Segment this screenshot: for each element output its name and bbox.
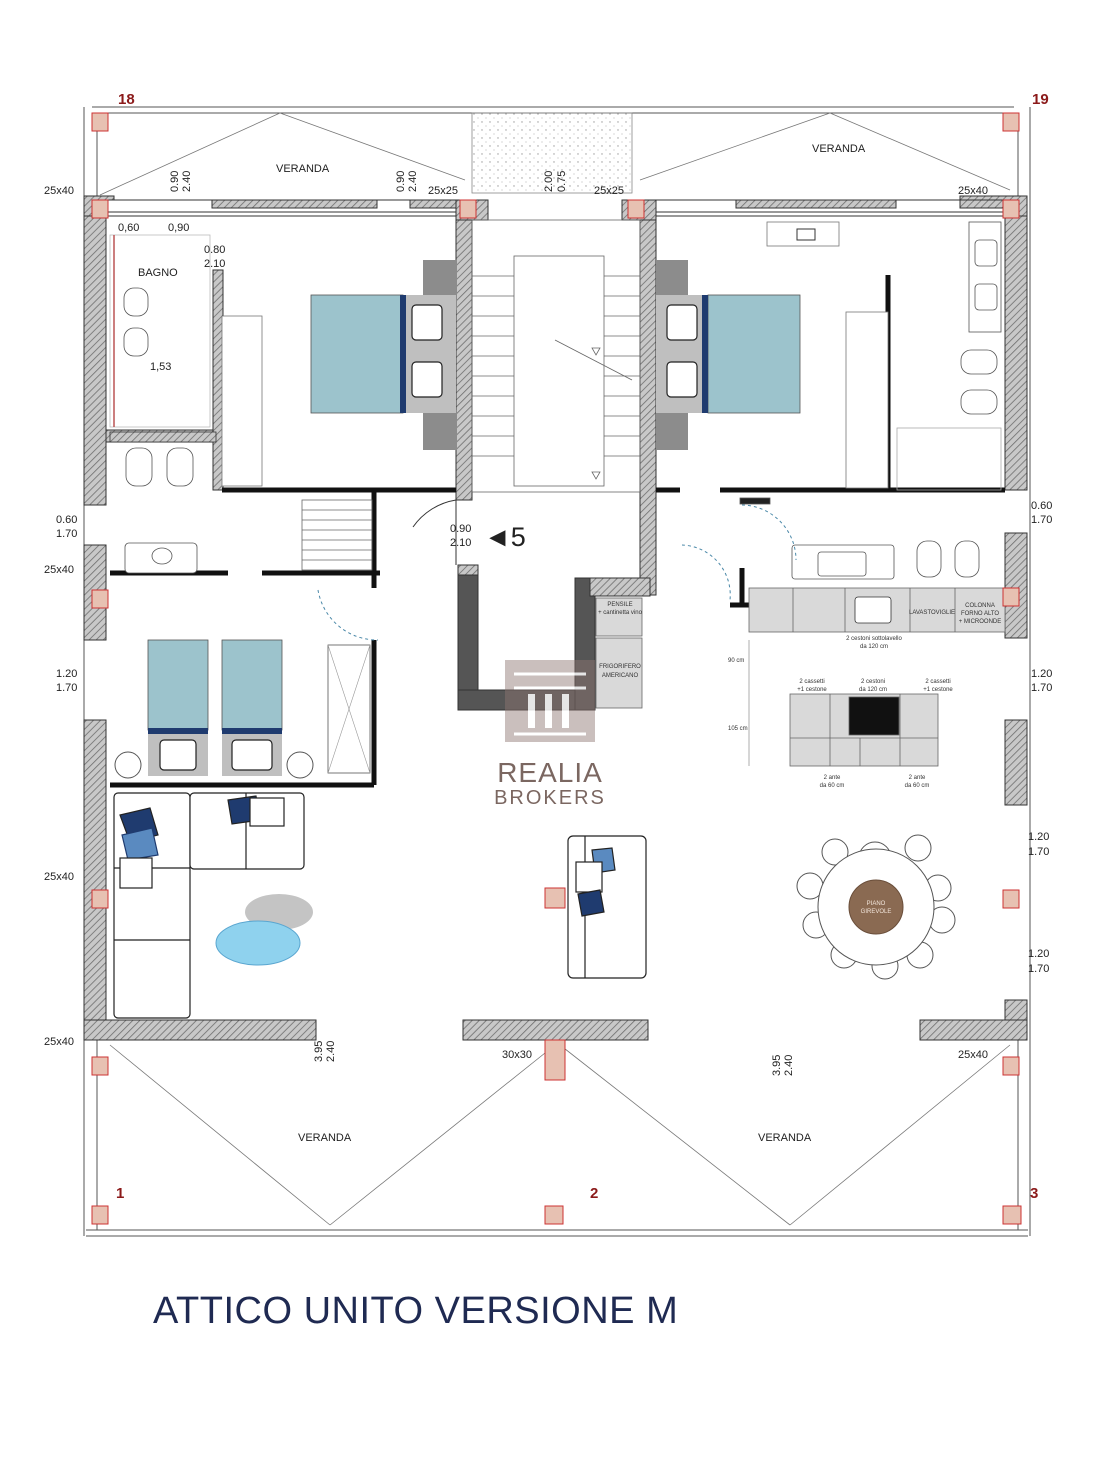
kitchen-label: +1 cestone: [923, 687, 953, 693]
table-label: PIANO: [867, 901, 886, 907]
kitchen-label: da 120 cm: [860, 644, 888, 650]
pillar-label: 25x25: [594, 185, 624, 197]
sofa-l-shaped: [113, 792, 305, 1019]
dimension-label: 1.20: [1028, 948, 1049, 960]
dining-table: [796, 834, 956, 980]
right-bathroom-fixtures: [739, 221, 1002, 580]
grid-marker-18: 18: [118, 91, 135, 108]
dimension-label: 2.10: [204, 258, 225, 270]
sofa-center: [567, 835, 647, 979]
top-window-band: [105, 199, 1006, 217]
grid-marker-2: 2: [590, 1185, 598, 1202]
dimension-label: 2.10: [450, 537, 471, 549]
plan-title: ATTICO UNITO VERSIONE M: [153, 1290, 679, 1332]
kitchen-label: da 120 cm: [859, 687, 887, 693]
dimension-label: 1.70: [56, 528, 77, 540]
pillar-label: 25x40: [958, 1049, 988, 1061]
kitchen-label: 2 cassetti: [925, 679, 950, 685]
veranda-bottom-lines: [109, 1044, 1011, 1226]
staircase: [301, 219, 641, 571]
kitchen-label: COLONNA: [965, 603, 995, 609]
kitchen-label: + cantinetta vino: [598, 610, 643, 616]
kitchen-label: FRIGORIFERO: [599, 664, 641, 670]
left-bedroom-bed: [221, 260, 457, 487]
dimension-label: 0.90: [395, 171, 407, 192]
pillar-label: 25x25: [428, 185, 458, 197]
kitchen-label: 90 cm: [728, 658, 744, 664]
dimension-label: 0.80: [204, 244, 225, 256]
kitchen-label: FORNO ALTO: [961, 611, 999, 617]
veranda-top-lines: [99, 112, 1011, 196]
pillar-label: 30x30: [502, 1049, 532, 1061]
entrance-marker: ◄5: [484, 522, 526, 552]
dimension-label: 2.40: [181, 171, 193, 192]
dimension-label: 0,60: [118, 222, 139, 234]
kitchen-label: +1 cestone: [797, 687, 827, 693]
dimension-label: 1.70: [1028, 846, 1049, 858]
kitchen-label: da 60 cm: [905, 783, 930, 789]
dimension-label: 2.40: [407, 171, 419, 192]
kitchen-label: da 60 cm: [820, 783, 845, 789]
pillar-label: 25x40: [958, 185, 988, 197]
dimension-label: 2.00: [543, 171, 555, 192]
kitchen-label: 105 cm: [728, 726, 748, 732]
table-label: GIREVOLE: [861, 909, 892, 915]
dimension-label: 1.70: [1031, 514, 1052, 526]
pillar-label: 25x40: [44, 564, 74, 576]
watermark-brokers: BROKERS: [494, 787, 606, 809]
dimension-label: 0,90: [168, 222, 189, 234]
kitchen-label: 2 cassetti: [799, 679, 824, 685]
pillar-label: 25x40: [44, 185, 74, 197]
dimension-label: 0.60: [1031, 500, 1052, 512]
grid-marker-19: 19: [1032, 91, 1049, 108]
dimension-label: 1.70: [56, 682, 77, 694]
dimension-label: 0.60: [56, 514, 77, 526]
dimension-label: 1.70: [1031, 682, 1052, 694]
pillar-label: 25x40: [44, 871, 74, 883]
kitchen-block: [595, 587, 1006, 767]
right-bedroom-bed: [656, 221, 889, 489]
dimension-label: 0.90: [169, 171, 181, 192]
room-label-veranda-bottom-left: VERANDA: [298, 1132, 352, 1144]
room-label-veranda-bottom-right: VERANDA: [758, 1132, 812, 1144]
kids-room-beds: [114, 639, 371, 779]
kitchen-label: 2 cestoni sottolavello: [846, 636, 902, 642]
dimension-label: 2.40: [325, 1041, 337, 1062]
dimension-label: 0.75: [556, 171, 568, 192]
kitchen-label: + MICROONDE: [959, 619, 1002, 625]
room-label-bagno: BAGNO: [138, 267, 178, 279]
kitchen-label: PENSILE: [607, 602, 632, 608]
realia-logo: [505, 660, 595, 742]
watermark-realia: REALIA: [497, 757, 603, 788]
coffee-tables: [215, 894, 313, 966]
dimension-label: 1.20: [1028, 831, 1049, 843]
dimension-label: 3.95: [313, 1041, 325, 1062]
dimension-label: 0.90: [450, 523, 471, 535]
entrance-door: [412, 499, 457, 565]
dimension-label: 1.20: [1031, 668, 1052, 680]
dimension-label: 1.20: [56, 668, 77, 680]
column-markers: [91, 112, 1022, 1225]
bathroom-fixtures: [109, 234, 217, 574]
dimension-label: 2.40: [783, 1055, 795, 1076]
door-swings: [317, 504, 797, 641]
kitchen-label: 2 cestoni: [861, 679, 885, 685]
dimension-label: 1.70: [1028, 963, 1049, 975]
kitchen-label: LAVASTOVIGLIE: [909, 610, 955, 616]
kitchen-label: 2 ante: [909, 775, 926, 781]
room-label-veranda-top-right: VERANDA: [812, 143, 866, 155]
kitchen-label: AMERICANO: [602, 673, 639, 679]
dimension-label: 1,53: [150, 361, 171, 373]
grid-marker-3: 3: [1030, 1185, 1038, 1202]
room-label-veranda-top-left: VERANDA: [276, 163, 330, 175]
grid-marker-1: 1: [116, 1185, 124, 1202]
kitchen-label: 2 ante: [824, 775, 841, 781]
pillar-label: 25x40: [44, 1036, 74, 1048]
dimension-label: 3.95: [771, 1055, 783, 1076]
